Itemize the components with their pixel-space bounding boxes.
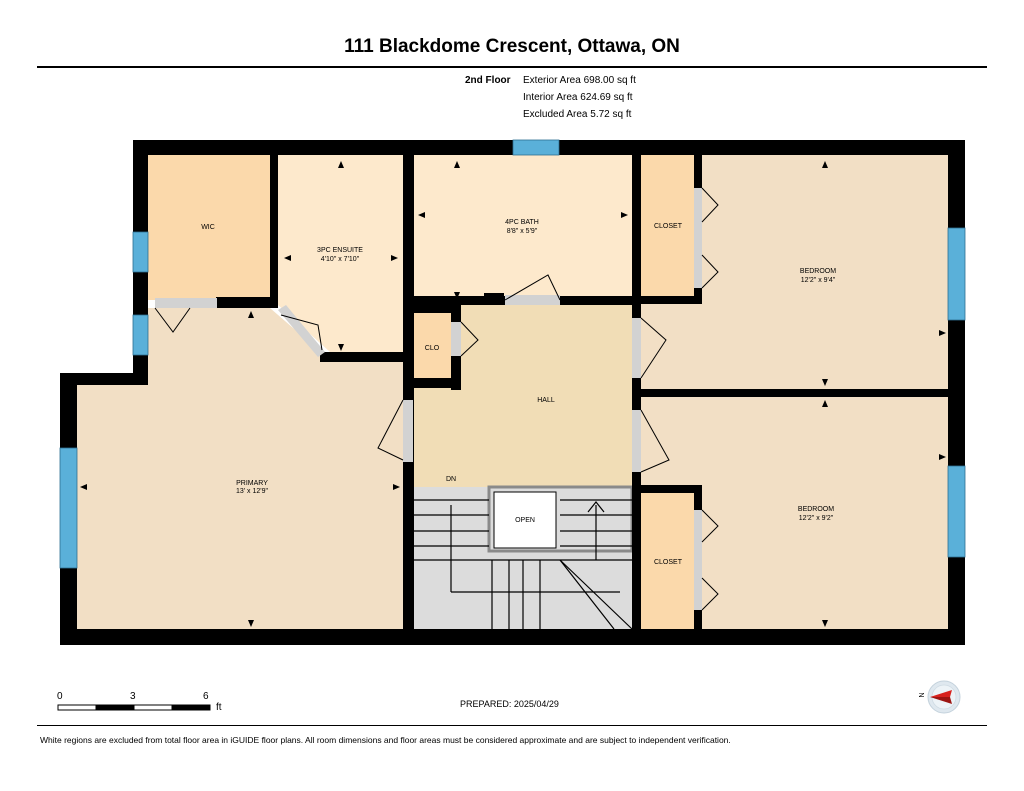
area-lines: Exterior Area 698.00 sq ft Interior Area… xyxy=(523,72,636,123)
dimension-markers xyxy=(80,161,946,627)
scale-bar xyxy=(57,704,211,711)
label-bath-dim: 8'8" x 5'9" xyxy=(507,228,538,235)
room-bedroom2-ext-fill xyxy=(641,397,711,485)
label-open: OPEN xyxy=(515,517,535,524)
scale-label-6: 6 xyxy=(203,691,209,702)
window-primary xyxy=(59,447,78,569)
scale-label-3: 3 xyxy=(130,691,136,702)
window-wic xyxy=(132,231,149,273)
doors xyxy=(154,187,719,611)
window-bedroom1 xyxy=(947,227,966,321)
compass-icon: N xyxy=(917,680,961,714)
footnote: White regions are excluded from total fl… xyxy=(40,735,731,745)
footer-divider xyxy=(37,725,987,726)
label-bedroom1-dim: 12'2" x 9'4" xyxy=(801,277,836,284)
label-bedroom2-dim: 12'2" x 9'2" xyxy=(799,515,834,522)
room-hall-fill xyxy=(414,305,632,487)
window-bedroom2 xyxy=(947,465,966,558)
room-bedroom1-ext-fill xyxy=(641,304,711,389)
window-bath xyxy=(512,139,560,156)
stairs-lines xyxy=(414,485,634,630)
room-clo-fill xyxy=(414,313,451,380)
room-wic-fill xyxy=(148,155,270,300)
label-dn: DN xyxy=(446,476,456,483)
label-closet-bottom: CLOSET xyxy=(654,559,683,566)
floor-label: 2nd Floor xyxy=(465,75,511,86)
room-bedroom1-fill xyxy=(702,155,948,389)
prepared-date: PREPARED: 2025/04/29 xyxy=(460,699,559,709)
stair-opening xyxy=(493,491,557,549)
label-ensuite-dim: 4'10" x 7'10" xyxy=(321,256,360,263)
label-wic: WIC xyxy=(201,224,215,231)
page-title: 111 Blackdome Crescent, Ottawa, ON xyxy=(344,36,680,57)
room-bedroom2-fill xyxy=(702,397,948,629)
scale-unit: ft xyxy=(216,702,222,713)
title-divider xyxy=(37,66,987,68)
excluded-area: Excluded Area 5.72 sq ft xyxy=(523,109,632,120)
exterior-area: Exterior Area 698.00 sq ft xyxy=(523,75,636,86)
label-primary-name: PRIMARY xyxy=(236,480,268,487)
room-primary-fill xyxy=(77,308,403,629)
window-primary-upper xyxy=(132,314,149,356)
label-bedroom1-name: BEDROOM xyxy=(800,268,836,275)
compass-north-label: N xyxy=(917,692,924,697)
windows xyxy=(59,139,966,569)
label-ensuite-name: 3PC ENSUITE xyxy=(317,247,363,254)
room-closet-top-fill xyxy=(641,155,694,296)
room-closet-bottom-fill xyxy=(641,493,694,629)
label-clo: CLO xyxy=(425,345,440,352)
label-bath-name: 4PC BATH xyxy=(505,219,539,226)
room-ensuite-fill xyxy=(278,155,403,352)
interior-area: Interior Area 624.69 sq ft xyxy=(523,92,633,103)
label-bedroom2-name: BEDROOM xyxy=(798,506,834,513)
label-primary-dim: 13' x 12'9" xyxy=(236,488,269,495)
label-hall: HALL xyxy=(537,397,555,404)
scale-label-0: 0 xyxy=(57,691,63,702)
label-closet-top: CLOSET xyxy=(654,223,683,230)
room-bath-fill xyxy=(414,155,632,300)
